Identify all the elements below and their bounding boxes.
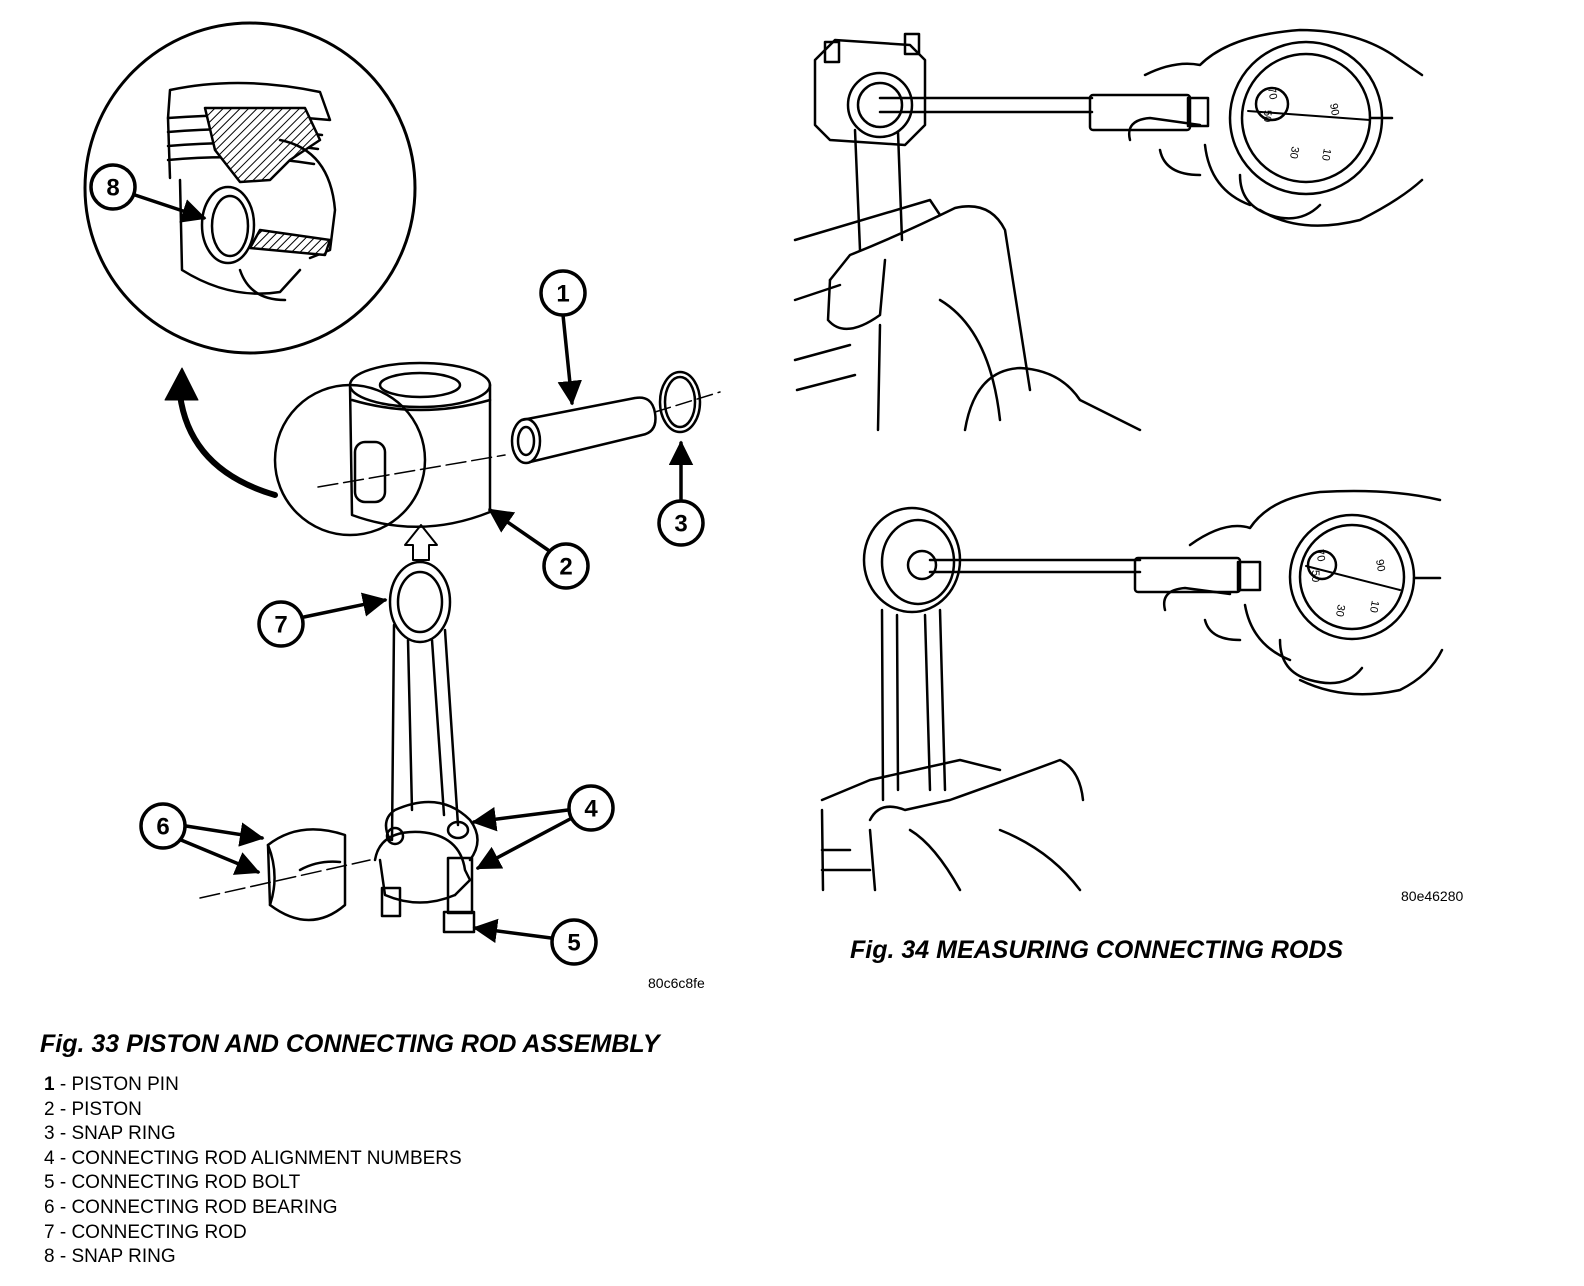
svg-text:70: 70 bbox=[1265, 86, 1279, 100]
legend-item: 3 - SNAP RING bbox=[44, 1123, 176, 1145]
legend-item: 6 - CONNECTING ROD BEARING bbox=[44, 1196, 338, 1218]
leader-lines bbox=[133, 193, 694, 944]
svg-text:70: 70 bbox=[1313, 548, 1327, 562]
rod-measurement-bottom-drawing bbox=[820, 489, 1444, 892]
callout-5-label: 5 bbox=[567, 930, 580, 957]
fig33-caption: Fig. 33 PISTON AND CONNECTING ROD ASSEMB… bbox=[40, 1030, 660, 1058]
svg-text:10: 10 bbox=[1367, 599, 1381, 613]
connecting-rod-drawing bbox=[373, 560, 479, 934]
callout-2-label: 2 bbox=[559, 554, 572, 581]
svg-text:50: 50 bbox=[1261, 110, 1273, 122]
dial-markings-bottom: 90 10 30 70 50 bbox=[1309, 548, 1387, 617]
svg-text:50: 50 bbox=[1309, 570, 1321, 582]
rod-measurement-top-drawing bbox=[793, 28, 1424, 432]
svg-text:90: 90 bbox=[1373, 558, 1387, 572]
legend-item: 8 - SNAP RING bbox=[44, 1246, 176, 1268]
legend-item: 1 - PISTON PIN bbox=[44, 1074, 179, 1095]
fig34-code: 80e46280 bbox=[1401, 888, 1464, 904]
svg-text:30: 30 bbox=[1287, 145, 1301, 159]
assembly-up-arrow bbox=[404, 524, 438, 561]
callout-8-label: 8 bbox=[106, 175, 119, 202]
callout-7-label: 7 bbox=[274, 612, 287, 639]
snap-ring-drawing bbox=[658, 370, 702, 434]
callout-markers bbox=[89, 163, 705, 966]
callout-6-label: 6 bbox=[156, 814, 169, 841]
fig33-code: 80c6c8fe bbox=[648, 975, 705, 991]
legend-item: 5 - CONNECTING ROD BOLT bbox=[44, 1172, 301, 1194]
svg-text:30: 30 bbox=[1333, 603, 1347, 617]
piston-pin-drawing bbox=[510, 391, 721, 465]
piston-detail-inset bbox=[83, 21, 417, 355]
callout-1-label: 1 bbox=[556, 281, 569, 308]
bearing-drawing bbox=[199, 828, 371, 922]
dial-markings-top: 90 10 30 70 50 bbox=[1261, 86, 1341, 161]
legend-item: 2 - PISTON bbox=[44, 1098, 142, 1120]
parts-legend: 1 - PISTON PIN 2 - PISTON 3 - SNAP RING … bbox=[44, 1073, 462, 1270]
fig34-caption: Fig. 34 MEASURING CONNECTING RODS bbox=[850, 936, 1344, 964]
piston-drawing bbox=[273, 361, 506, 537]
callout-3-label: 3 bbox=[674, 511, 687, 538]
svg-text:10: 10 bbox=[1319, 147, 1333, 161]
svg-text:90: 90 bbox=[1327, 102, 1341, 116]
legend-item: 4 - CONNECTING ROD ALIGNMENT NUMBERS bbox=[44, 1147, 462, 1169]
legend-item: 7 - CONNECTING ROD bbox=[44, 1221, 247, 1243]
callout-4-label: 4 bbox=[584, 796, 598, 823]
magnify-arrow bbox=[177, 392, 278, 498]
